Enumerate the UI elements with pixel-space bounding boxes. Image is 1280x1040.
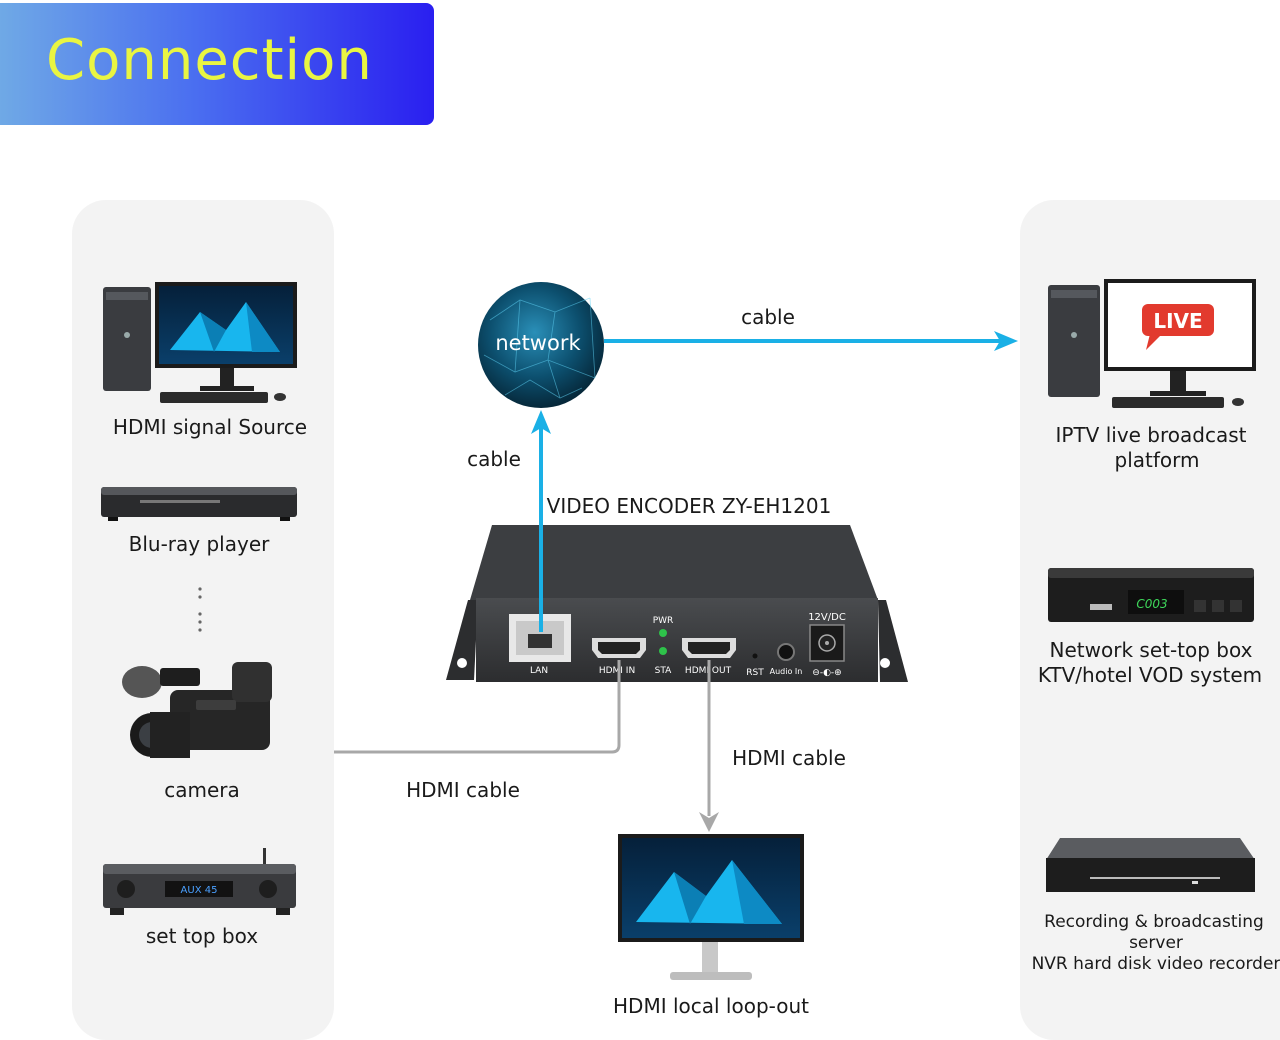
encoder-to-network-cable [531,410,551,632]
pwr-label: PWR [653,616,674,626]
set-top-box-icon: AUX 45 [103,848,296,915]
set-top-box-label: set top box [146,924,258,948]
reset-hole-icon [752,653,758,659]
nvr-recorder-icon [1046,838,1255,892]
audio-in-label: Audio In [770,667,803,676]
banner-title: Connection [46,28,373,93]
iptv-label-line2: platform [1115,448,1200,472]
more-sources-dots [198,587,202,632]
power-label: 12V/DC [808,612,846,623]
nvr-label-line3: NVR hard disk video recorder [1032,954,1280,974]
camera-label: camera [164,778,240,802]
hdmi-out-port-icon [682,638,736,658]
iptv-label-line1: IPTV live broadcast [1055,423,1246,447]
hdmi-source-label: HDMI signal Source [113,415,307,439]
video-encoder-device: LAN HDMI IN PWR STA HDMI OUT RST Audio I… [446,525,908,682]
network-globe-icon [478,282,604,408]
audio-jack-icon [777,643,795,661]
hdmi-out-cable [699,660,719,832]
encoder-cable-label: cable [467,447,521,471]
encoder-title: VIDEO ENCODER ZY-EH1201 [547,494,832,518]
settop-label-line1: Network set-top box [1050,638,1253,662]
lan-port-label: LAN [530,666,548,676]
sta-led-icon [659,647,667,655]
iptv-pc-icon: LIVE [1048,279,1256,408]
pc-source-icon [103,282,297,403]
hdmi-in-port-label: HDMI IN [599,666,635,676]
hdmi-in-cable [334,660,621,754]
hdmi-in-cable-label: HDMI cable [406,778,520,802]
loop-out-label: HDMI local loop-out [613,994,809,1018]
title-banner [0,3,434,125]
network-to-iptv-cable [604,331,1018,351]
camera-icon [122,662,272,758]
stb-display-text: AUX 45 [181,885,218,896]
network-settop-box-icon: C003 [1048,568,1254,622]
rst-label: RST [746,668,764,678]
polarity-symbol: ⊖-◐-⊕ [812,668,841,678]
bluray-label: Blu-ray player [129,532,270,556]
nvr-label-line2: server [1129,933,1183,953]
network-cable-label: cable [741,305,795,329]
settop-display-text: C003 [1136,597,1167,611]
live-badge-text: LIVE [1153,309,1202,333]
nvr-label-line1: Recording & broadcasting [1044,912,1264,932]
hdmi-out-cable-label: HDMI cable [732,746,846,770]
loop-out-monitor-icon [618,834,804,980]
live-badge-icon [1142,304,1214,336]
hdmi-in-port-icon [592,638,646,658]
settop-label-line2: KTV/hotel VOD system [1038,663,1262,687]
network-label: network [495,331,581,355]
bluray-player-icon [101,487,297,521]
pwr-led-icon [659,629,667,637]
sta-label: STA [655,666,673,676]
